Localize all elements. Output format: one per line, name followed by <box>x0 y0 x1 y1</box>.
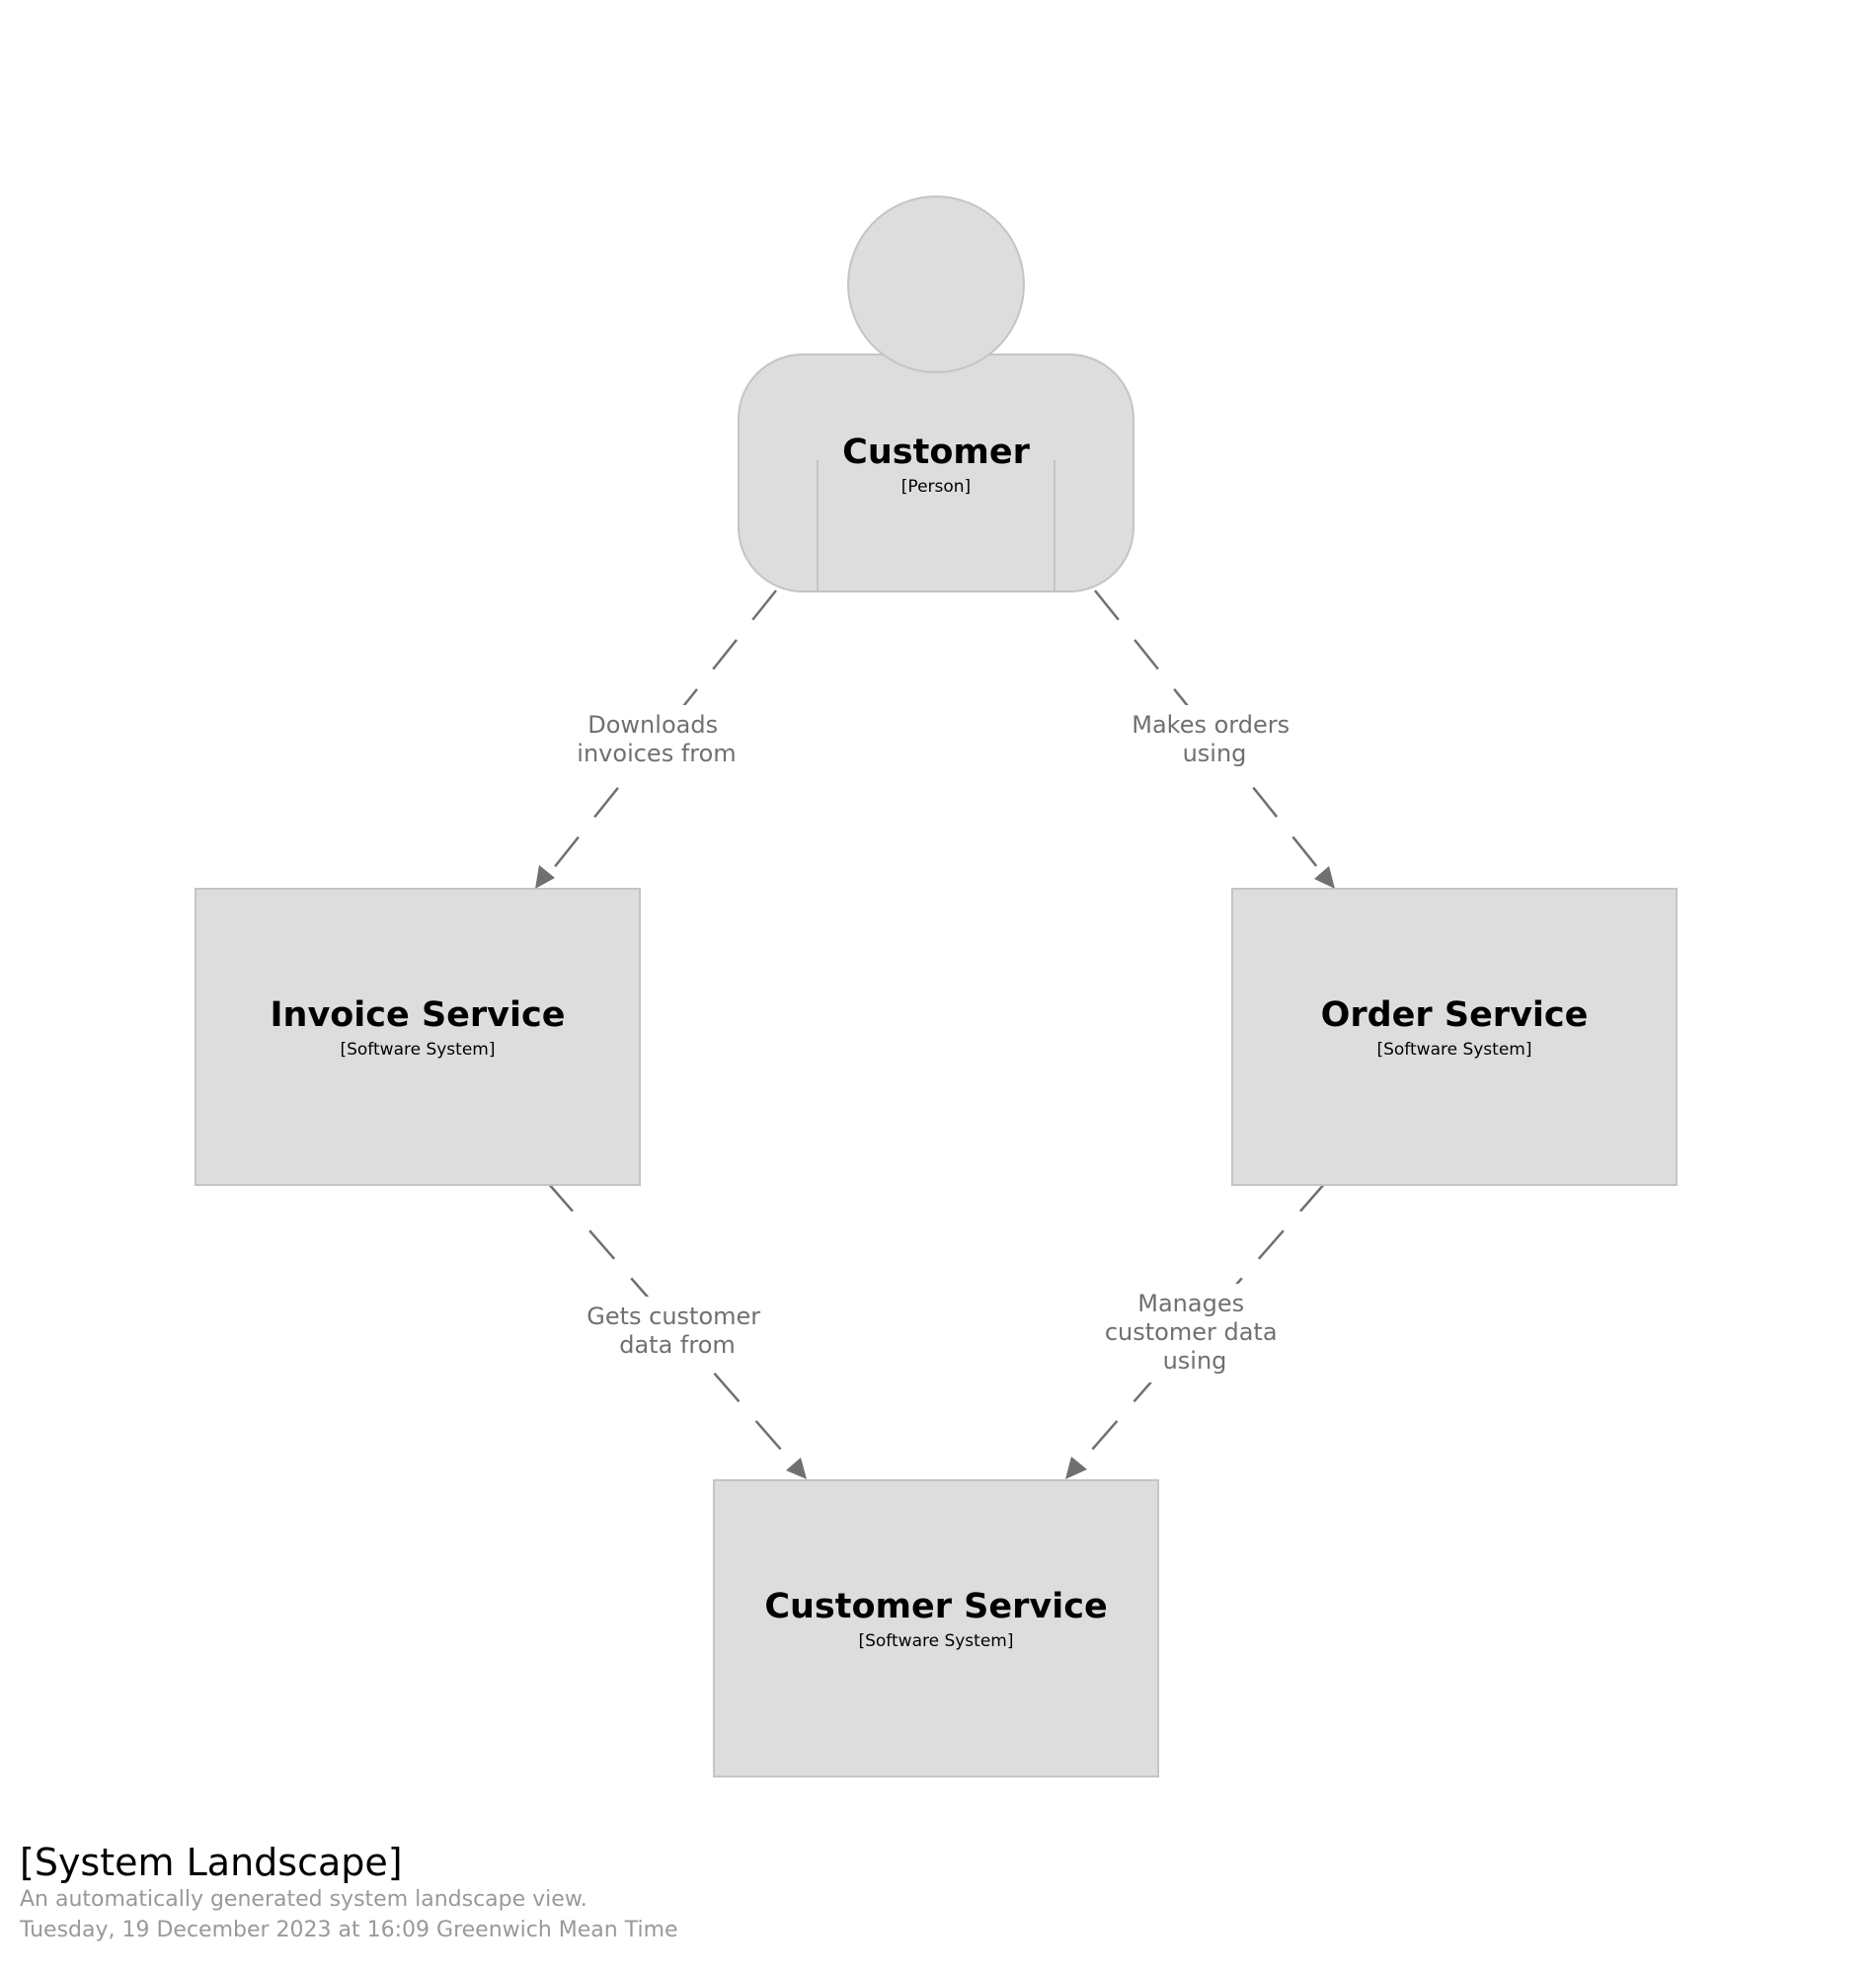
edge-label: Downloads invoices from <box>577 711 736 767</box>
node-type: [Person] <box>901 477 971 497</box>
customer-service-node[interactable]: Customer Service [Software System] <box>713 1479 1159 1778</box>
node-title: Customer Service <box>764 1587 1107 1626</box>
node-title: Customer <box>842 433 1030 472</box>
relationship-manages-customer-data[interactable]: Manages customer data using <box>1065 1182 1326 1479</box>
order-service-node[interactable]: Order Service [Software System] <box>1231 888 1678 1186</box>
edge-label: Makes orders using <box>1132 711 1297 767</box>
person-body <box>738 354 1134 592</box>
edge-label-bg <box>1126 705 1303 772</box>
invoice-service-node[interactable]: Invoice Service [Software System] <box>195 888 641 1186</box>
node-type: [Software System] <box>340 1040 495 1060</box>
edge-label-bg <box>1104 1284 1286 1382</box>
edge-label: Manages customer data using <box>1105 1290 1285 1375</box>
node-title: Invoice Service <box>271 995 566 1035</box>
node-box <box>1231 888 1678 1186</box>
arrow-head <box>1065 1457 1087 1479</box>
relationship-gets-customer-data[interactable]: Gets customer data from <box>547 1182 807 1479</box>
arrow-head <box>786 1458 807 1479</box>
node-type: [Software System] <box>858 1631 1013 1651</box>
edge-label: Gets customer data from <box>586 1303 768 1359</box>
edge-label-bg <box>583 1297 772 1364</box>
relationship-makes-orders[interactable]: Makes orders using <box>1094 590 1335 889</box>
node-box <box>195 888 641 1186</box>
person-head <box>847 196 1025 373</box>
node-title: Order Service <box>1321 995 1589 1035</box>
node-box <box>713 1479 1159 1778</box>
arrow-head <box>535 865 555 889</box>
node-type: [Software System] <box>1376 1040 1531 1060</box>
edge-label-bg <box>568 705 745 772</box>
view-description: An automatically generated system landsc… <box>20 1887 587 1912</box>
customer-person-node[interactable]: Customer [Person] <box>738 196 1134 592</box>
diagram-footer: [System Landscape] An automatically gene… <box>20 1841 1007 1945</box>
view-title: [System Landscape] <box>20 1841 403 1884</box>
arrow-head <box>1314 866 1335 889</box>
view-timestamp: Tuesday, 19 December 2023 at 16:09 Green… <box>20 1918 678 1942</box>
relationship-downloads-invoices[interactable]: Downloads invoices from <box>535 590 777 889</box>
